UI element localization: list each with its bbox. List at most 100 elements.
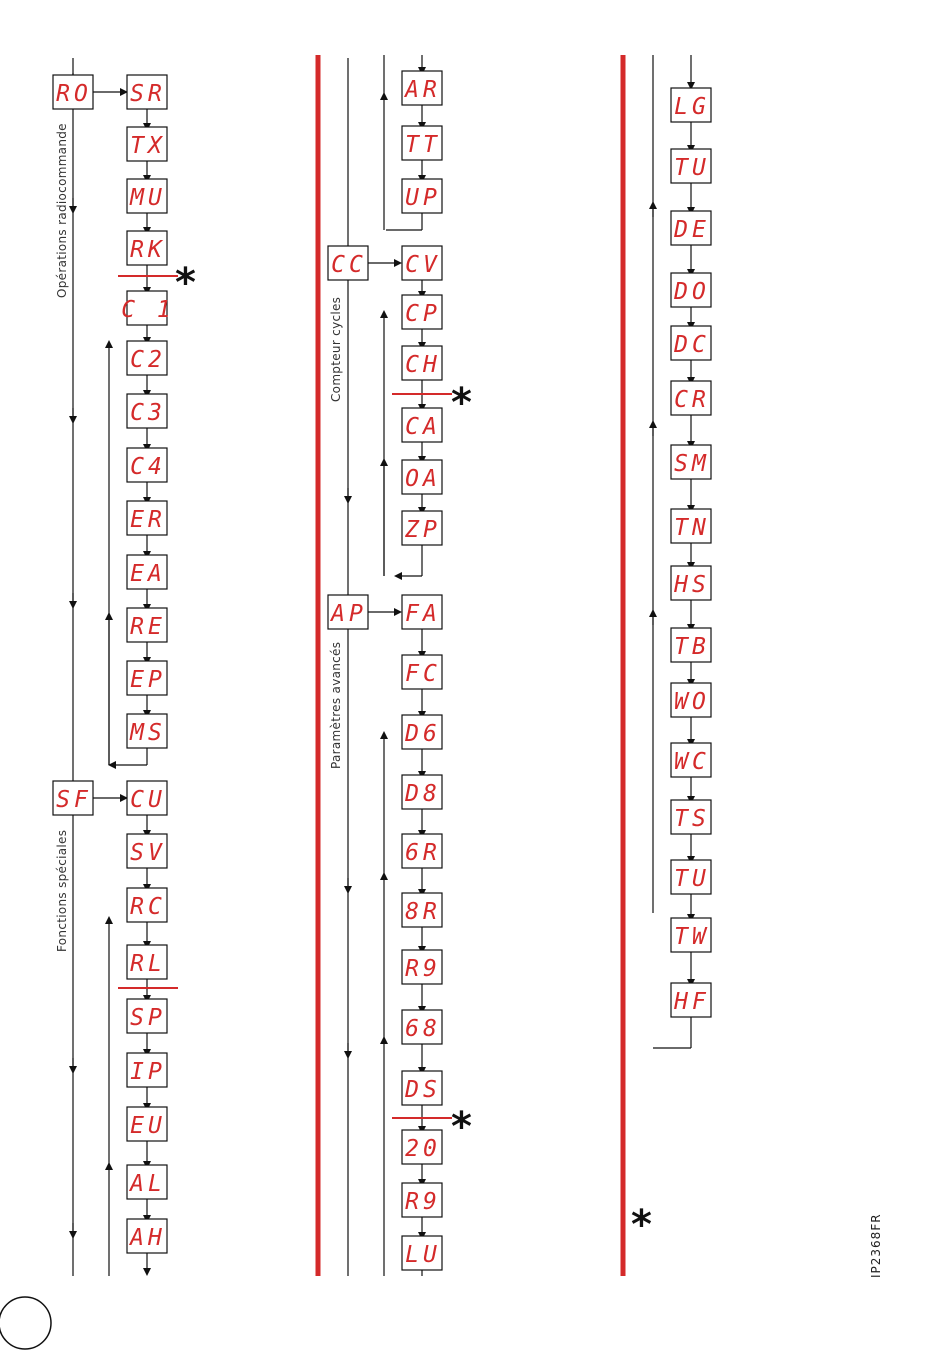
box-advanced-item-10-code: R9 [405, 1189, 441, 1215]
box-radio-item-2: MU [127, 179, 167, 213]
box-radio-item-4: C 1 [121, 291, 175, 325]
box-col3-item-9: TB [671, 628, 711, 662]
box-special-item-0: CU [127, 781, 167, 815]
box-col2-top-item-1: TT [402, 126, 442, 160]
box-radio-item-6: C3 [127, 394, 167, 428]
box-col3-item-7-code: TN [674, 515, 710, 541]
box-cycles-item-2: CH [402, 346, 442, 380]
box-special-item-5-code: IP [130, 1059, 166, 1085]
box-radio-item-9: EA [127, 555, 167, 589]
box-advanced-head-code: AP [329, 601, 367, 627]
box-col2-top-item-2-code: UP [405, 185, 441, 211]
box-col3-item-15: HF [671, 983, 711, 1017]
label-special-functions: Fonctions spéciales [55, 830, 69, 952]
box-advanced-item-11: LU [402, 1236, 442, 1270]
box-special-item-0-code: CU [130, 787, 166, 813]
label-cycle-counter: Compteur cycles [329, 297, 343, 402]
box-col2-top-item-2: UP [402, 179, 442, 213]
box-advanced-item-3: D8 [402, 775, 442, 809]
box-radio-head: RO [53, 75, 93, 109]
box-col3-item-14-code: TW [674, 924, 710, 950]
box-special-item-1-code: SV [130, 840, 166, 866]
box-radio-item-5: C2 [127, 341, 167, 375]
box-cycles-item-4-code: OA [405, 466, 441, 492]
box-col3-item-8-code: HS [673, 572, 710, 598]
footnote-star-legend: * [631, 1202, 652, 1248]
box-radio-item-8: ER [127, 501, 167, 535]
box-special-item-5: IP [127, 1053, 167, 1087]
box-special-item-7: AL [127, 1165, 167, 1199]
box-col2-top-item-0: AR [402, 71, 442, 105]
box-cycles-item-1: CP [402, 295, 442, 329]
box-cycles-item-1-code: CP [405, 301, 441, 327]
box-col3-item-4: DC [671, 326, 711, 360]
box-special-item-3-code: RL [130, 951, 166, 977]
box-col2-top-item-1-code: TT [405, 132, 441, 158]
box-col3-item-8: HS [671, 566, 711, 600]
box-radio-item-7-code: C4 [130, 454, 166, 480]
section-labels: Opérations radiocommandeFonctions spécia… [55, 123, 343, 952]
box-col3-item-11: WC [671, 743, 711, 777]
box-col3-item-9-code: TB [674, 634, 710, 660]
box-advanced-item-2: D6 [402, 715, 442, 749]
box-advanced-item-10: R9 [402, 1183, 442, 1217]
footnote-star-2: * [451, 380, 472, 426]
box-advanced-item-0-code: FA [405, 601, 441, 627]
box-radio-item-0-code: SR [130, 81, 166, 107]
box-col3-item-13: TU [671, 860, 711, 894]
box-radio-item-12: MS [127, 714, 167, 748]
box-radio-item-1: TX [127, 127, 167, 161]
reference-code: IP2368FR [869, 1213, 883, 1278]
box-special-item-4-code: SP [130, 1005, 166, 1031]
box-col3-item-2-code: DE [673, 217, 710, 243]
box-special-item-8-code: AH [128, 1225, 166, 1251]
box-radio-item-3: RK [127, 231, 167, 265]
box-cycles-head-code: CC [331, 252, 367, 278]
box-special-head: SF [53, 781, 93, 815]
box-radio-item-1-code: TX [130, 133, 166, 159]
box-radio-head-code: RO [56, 81, 92, 107]
box-advanced-item-0: FA [402, 595, 442, 629]
box-col3-item-7: TN [671, 509, 711, 543]
box-radio-item-11-code: EP [130, 667, 166, 693]
box-advanced-item-4-code: 6R [405, 840, 441, 866]
box-cycles-item-3: CA [402, 408, 442, 442]
box-special-item-4: SP [127, 999, 167, 1033]
box-col3-item-5-code: CR [674, 387, 710, 413]
box-advanced-item-9: 20 [402, 1130, 442, 1164]
box-col3-item-15-code: HF [673, 989, 710, 1015]
box-cycles-item-3-code: CA [405, 414, 441, 440]
box-special-item-8: AH [127, 1219, 167, 1253]
box-special-item-7-code: AL [128, 1171, 166, 1197]
box-advanced-item-1: FC [402, 655, 442, 689]
box-col3-item-12: TS [671, 800, 711, 834]
box-advanced-item-7: 68 [402, 1010, 442, 1044]
box-special-item-1: SV [127, 834, 167, 868]
box-col3-item-4-code: DC [673, 332, 710, 358]
box-cycles-item-4: OA [402, 460, 442, 494]
box-col3-item-13-code: TU [674, 866, 710, 892]
box-col3-item-10-code: WO [674, 689, 710, 715]
box-advanced-item-8: DS [402, 1071, 442, 1105]
box-col3-item-6-code: SM [674, 451, 710, 477]
box-advanced-item-4: 6R [402, 834, 442, 868]
box-advanced-item-1-code: FC [405, 661, 441, 687]
box-cycles-item-0: CV [402, 246, 442, 280]
box-radio-item-4-code: C 1 [121, 297, 175, 323]
box-advanced-item-5-code: 8R [405, 899, 441, 925]
box-radio-item-10: RE [127, 608, 167, 642]
box-col3-item-11-code: WC [674, 749, 710, 775]
box-col3-item-6: SM [671, 445, 711, 479]
box-advanced-item-7-code: 68 [405, 1016, 441, 1042]
box-col3-item-14: TW [671, 918, 711, 952]
box-radio-item-5-code: C2 [130, 347, 166, 373]
box-radio-item-9-code: EA [130, 561, 166, 587]
box-radio-item-6-code: C3 [130, 400, 166, 426]
box-advanced-item-5: 8R [402, 893, 442, 927]
menu-boxes: ROSRTXMURKC 1C2C3C4EREAREEPMSSFCUSVRCRLS… [53, 71, 711, 1270]
box-radio-item-10-code: RE [130, 614, 166, 640]
box-radio-item-0: SR [127, 75, 167, 109]
box-advanced-item-9-code: 20 [405, 1136, 441, 1162]
box-advanced-item-6: R9 [402, 950, 442, 984]
box-radio-item-2-code: MU [129, 185, 166, 211]
